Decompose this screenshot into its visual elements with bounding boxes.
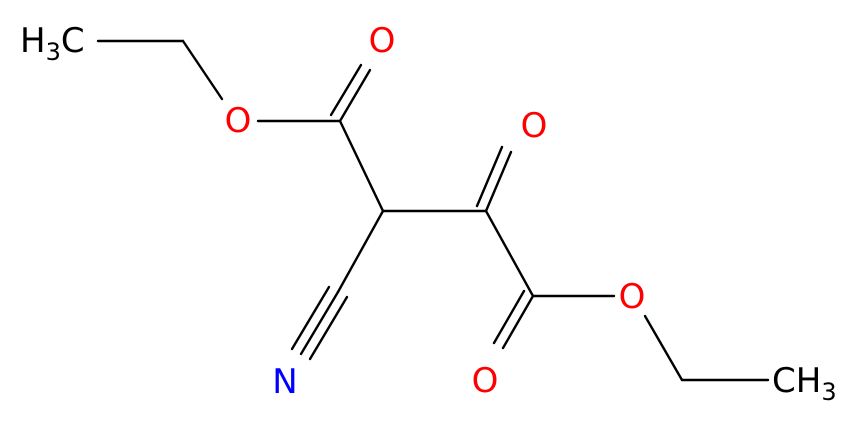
bond-carbonyl-c-to-alpha-c: [338, 119, 385, 213]
bond-alpha-c-to-nitrile-c: [336, 209, 385, 294]
bond-ketone-c-to-ester-c-right: [484, 209, 535, 298]
atom-methyl-right: CH3: [772, 361, 837, 406]
atom-carbonyl-oxygen-right: O: [472, 361, 499, 401]
atom-ketone-oxygen: O: [521, 106, 548, 146]
bond-nitrile-triple-b: [290, 285, 331, 351]
atom-carbonyl-oxygen-left: O: [369, 21, 396, 61]
bond-carbonyl-c-to-o-left-b: [329, 63, 363, 117]
bond-ketone-c-to-o-a: [484, 150, 513, 213]
atom-nitrile-nitrogen: N: [272, 362, 297, 402]
bond-ch2-to-ester-o-left: [181, 39, 224, 101]
bond-carbonyl-c-to-o-left-a: [338, 68, 372, 123]
atom-ester-oxygen-right: O: [619, 277, 646, 317]
atom-ester-oxygen-left: O: [225, 101, 252, 141]
bond-ester-c-right-to-carbonyl-o-b: [492, 289, 526, 345]
atom-methyl-left: H3C: [20, 21, 85, 66]
bond-ester-c-right-to-carbonyl-o-a: [501, 294, 535, 350]
bond-ester-o-right-to-ch2: [643, 314, 684, 382]
bond-nitrile-triple-c: [308, 295, 349, 361]
bond-ketone-c-to-o-b: [475, 145, 504, 208]
bond-nitrile-triple-a: [299, 290, 340, 356]
